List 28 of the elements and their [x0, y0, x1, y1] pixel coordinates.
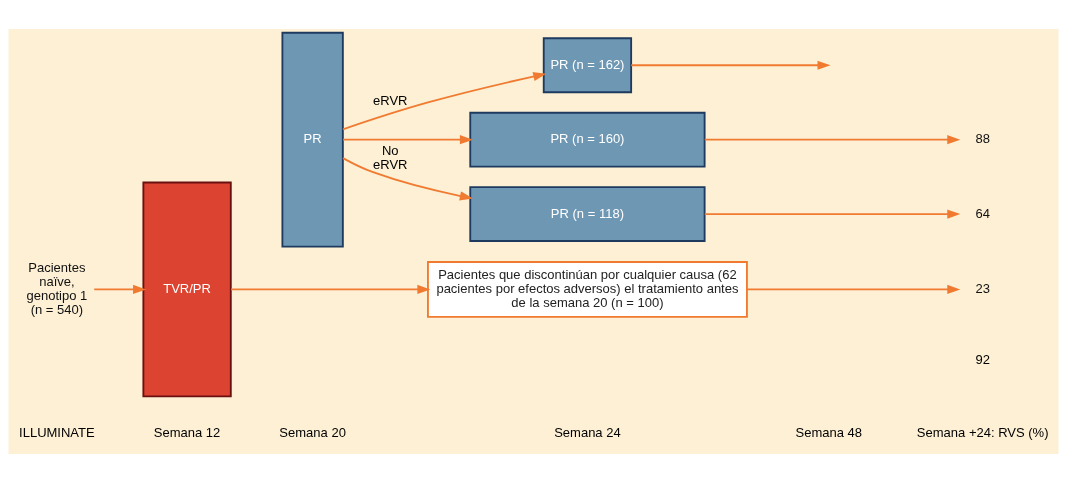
node-box: PR (n = 160) [469, 111, 706, 168]
node-box: PR (n = 118) [469, 186, 706, 242]
edge-label: No eRVR [373, 142, 408, 172]
edge-label: eRVR [373, 93, 408, 109]
label: 92 [975, 352, 990, 368]
node-box: PR [281, 31, 344, 248]
node-text: Pacientes naïve, genotipo 1 (n = 540) [26, 259, 88, 317]
arrow [342, 157, 473, 201]
arrow [746, 284, 961, 294]
arrow [230, 284, 431, 294]
arrow [703, 135, 961, 145]
arrow [342, 72, 547, 131]
label: Semana 12 [153, 424, 221, 440]
arrow [93, 284, 147, 294]
arrow [703, 209, 961, 219]
node-box: TVR/PR [142, 181, 232, 398]
node-text: 88 [975, 131, 990, 147]
arrow [630, 60, 831, 70]
arrow [342, 135, 473, 145]
label: ILLUMINATE [19, 424, 95, 440]
label: Semana 24 [554, 424, 621, 440]
label: Semana 20 [279, 424, 346, 440]
node-box: PR (n = 162) [542, 37, 633, 94]
node-text: 64 [975, 205, 990, 221]
node-box: Pacientes que discontinúan por cualquier causa (62 pacientes por efectos adversos) el tratamiento antes de la semana 20 (n = 100) [427, 261, 748, 318]
node-text: 23 [975, 280, 990, 296]
label: Semana 48 [795, 424, 863, 440]
label: Semana +24: RVS (%) [916, 424, 1049, 440]
